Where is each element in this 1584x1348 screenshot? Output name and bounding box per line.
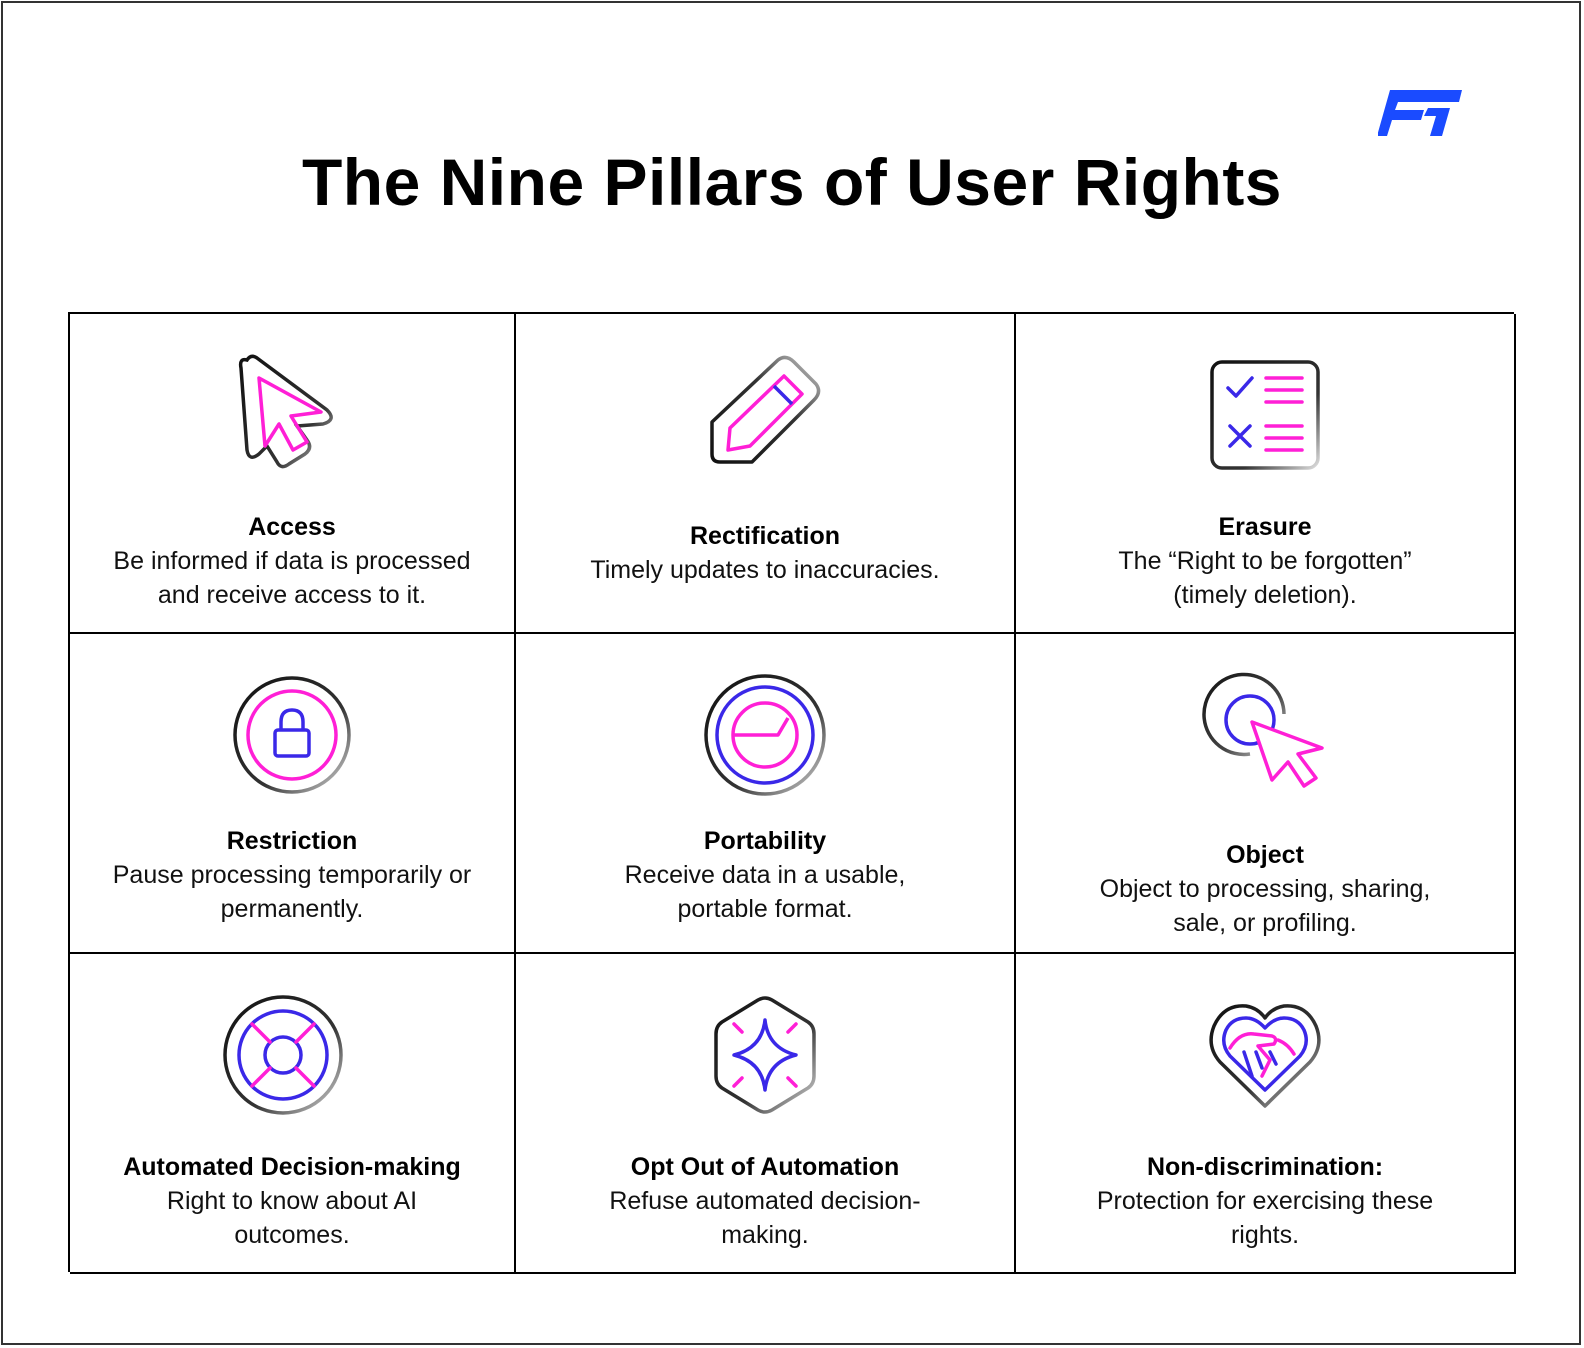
pillar-card-automated-decision-making: Automated Decision-making Right to know … (70, 954, 516, 1274)
pillar-description-line: sale, or profiling. (1173, 909, 1357, 937)
pillar-name: Automated Decision-making (123, 1153, 461, 1181)
pillar-description-line: Timely updates to inaccuracies. (590, 556, 940, 584)
pillar-card-opt-out-of-automation: Opt Out of Automation Refuse automated d… (516, 954, 1016, 1274)
pillar-card-portability: Portability Receive data in a usable, po… (516, 634, 1016, 954)
pillar-name: Opt Out of Automation (630, 1153, 900, 1181)
pillar-description-line: rights. (1230, 1221, 1300, 1249)
pillar-description-line: Pause processing temporarily or (112, 861, 472, 889)
pillar-description-line: Be informed if data is processed (113, 547, 471, 575)
click-cursor-icon (1202, 672, 1324, 788)
pillar-description-line: Object to processing, sharing, (1099, 875, 1431, 903)
pillar-card-non-discrimination: Non-discrimination: Protection for exerc… (1016, 954, 1516, 1274)
pillar-description-line: The “Right to be forgotten” (1118, 547, 1412, 575)
gauge-icon (704, 674, 826, 796)
pillar-description-line: Refuse automated decision- (609, 1187, 921, 1215)
sparkle-icon (714, 996, 816, 1114)
heart-handshake-icon (1209, 1004, 1321, 1108)
pillar-description-line: Receive data in a usable, (624, 861, 906, 889)
pillar-description-line: making. (721, 1221, 809, 1249)
cursor-icon (238, 354, 333, 469)
pillar-description-line: and receive access to it. (157, 581, 427, 609)
checklist-icon (1210, 360, 1320, 470)
pillar-name: Object (1226, 841, 1304, 869)
pillar-name: Restriction (226, 827, 358, 855)
pillar-description-line: Protection for exercising these (1096, 1187, 1434, 1215)
pillar-name: Rectification (689, 522, 841, 550)
pillar-name: Access (248, 513, 336, 541)
pillar-card-rectification: Rectification Timely updates to inaccura… (516, 314, 1016, 634)
ft-logo-icon (1378, 90, 1462, 136)
page-title: The Nine Pillars of User Rights (301, 145, 1283, 219)
pillar-card-erasure: Erasure The “Right to be forgotten” (tim… (1016, 314, 1516, 634)
pillar-description-line: Right to know about AI (166, 1187, 418, 1215)
pillar-name: Non-discrimination: (1146, 1153, 1384, 1181)
pillar-card-restriction: Restriction Pause processing temporarily… (70, 634, 516, 954)
pillar-description-line: portable format. (677, 895, 853, 923)
pillar-name: Portability (703, 827, 827, 855)
pencil-icon (710, 355, 821, 464)
pillar-card-object: Object Object to processing, sharing, sa… (1016, 634, 1516, 954)
pillar-description-line: permanently. (220, 895, 364, 923)
lock-icon (233, 676, 351, 794)
pillar-card-access: Access Be informed if data is processed … (70, 314, 516, 634)
pillars-grid: Access Be informed if data is processed … (68, 312, 1516, 1274)
pillar-description-line: (timely deletion). (1173, 581, 1357, 609)
lifebuoy-icon (223, 995, 343, 1115)
pillar-name: Erasure (1218, 513, 1312, 541)
pillar-description-line: outcomes. (234, 1221, 350, 1249)
